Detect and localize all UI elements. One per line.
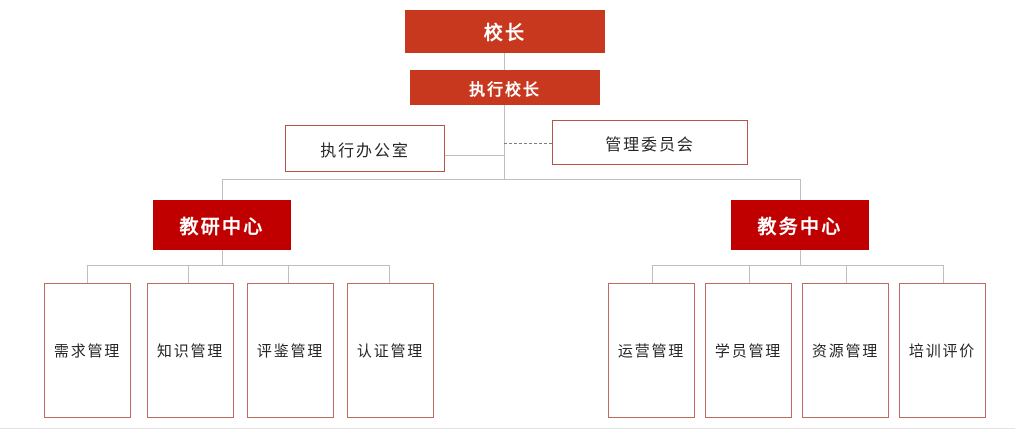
- node-principal[interactable]: 校长: [405, 10, 605, 53]
- node-academic-center[interactable]: 教务中心: [731, 200, 869, 250]
- node-leaf-resource-management[interactable]: 资源管理: [802, 283, 889, 418]
- node-executive-principal[interactable]: 执行校长: [410, 70, 600, 105]
- connector-leaf-right-3: [846, 265, 847, 283]
- connector-principal-to-exec: [504, 53, 505, 70]
- connector-office-to-trunk: [445, 155, 505, 156]
- node-leaf-training-evaluation[interactable]: 培训评价: [899, 283, 986, 418]
- node-management-committee[interactable]: 管理委员会: [552, 120, 748, 165]
- node-executive-office[interactable]: 执行办公室: [285, 125, 445, 172]
- connector-bus-to-research-center: [222, 179, 223, 200]
- connector-bus-centers: [222, 179, 800, 180]
- connector-leaf-left-2: [188, 265, 189, 283]
- connector-leaf-left-4: [389, 265, 390, 283]
- node-leaf-evaluation-management[interactable]: 评鉴管理: [247, 283, 334, 418]
- connector-bus-left-leaves: [87, 265, 389, 266]
- connector-leaf-right-2: [749, 265, 750, 283]
- baseline-rule: [0, 428, 1015, 429]
- node-leaf-operations-management[interactable]: 运营管理: [608, 283, 695, 418]
- connector-academic-center-drop: [800, 250, 801, 265]
- node-leaf-knowledge-management[interactable]: 知识管理: [147, 283, 234, 418]
- connector-research-center-drop: [222, 250, 223, 265]
- connector-leaf-right-4: [943, 265, 944, 283]
- node-leaf-student-management[interactable]: 学员管理: [705, 283, 792, 418]
- connector-trunk-to-committee: [504, 143, 552, 144]
- connector-leaf-left-3: [288, 265, 289, 283]
- node-research-center[interactable]: 教研中心: [153, 200, 291, 250]
- connector-exec-trunk: [504, 105, 505, 179]
- node-leaf-demand-management[interactable]: 需求管理: [44, 283, 131, 418]
- node-leaf-certification-management[interactable]: 认证管理: [347, 283, 434, 418]
- connector-bus-to-academic-center: [800, 179, 801, 200]
- connector-leaf-left-1: [87, 265, 88, 283]
- connector-leaf-right-1: [652, 265, 653, 283]
- connector-bus-right-leaves: [652, 265, 943, 266]
